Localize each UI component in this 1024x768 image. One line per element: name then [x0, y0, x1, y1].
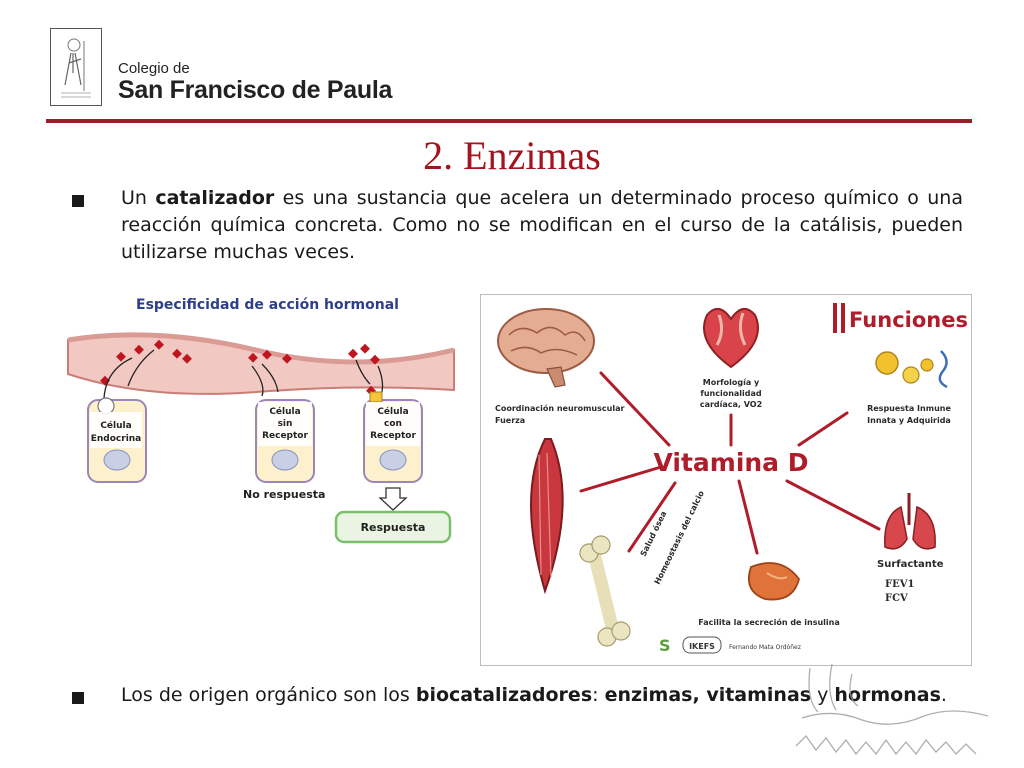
response-label: Respuesta — [361, 521, 426, 534]
vitamin-d-figure: Funciones Coordinación neuromuscular Fue… — [480, 294, 972, 666]
school-logo — [50, 28, 102, 106]
cell-1-line2: Endocrina — [91, 434, 142, 444]
brain-icon — [497, 308, 595, 388]
hormone-specificity-figure: Especificidad de acción hormonal — [66, 288, 458, 550]
cell-2-line1: Célula — [269, 406, 300, 417]
cell-1-line1: Célula — [100, 420, 131, 431]
brain-label-2: Fuerza — [495, 416, 525, 425]
bullet-2-text: Los de origen orgánico son los biocatali… — [121, 684, 947, 706]
muscle-icon — [530, 438, 564, 595]
heart-label-2: funcionalidad — [700, 389, 762, 398]
saint-logo-icon — [61, 38, 91, 98]
heart-label-1: Morfología y — [703, 378, 760, 387]
lung-label: Surfactante — [877, 559, 944, 570]
cell-3-line1: Célula — [377, 406, 408, 417]
bullet-marker — [72, 195, 84, 207]
footer-logo-s: S — [659, 636, 671, 655]
footer-author: Fernando Mata Ordóñez — [729, 644, 801, 651]
pancreas-icon — [747, 562, 800, 601]
school-name: Colegio de San Francisco de Paula — [118, 60, 392, 105]
bone-icon — [579, 535, 631, 647]
cell-2-line3: Receptor — [262, 431, 308, 441]
cell-3-line3: Receptor — [370, 431, 416, 441]
immune-label-2: Innata y Adquirida — [867, 416, 951, 425]
school-line1: Colegio de — [118, 60, 190, 77]
brain-label-1: Coordinación neuromuscular — [495, 403, 624, 413]
fev-label: FEV1 — [885, 579, 914, 590]
immune-label-1: Respuesta Inmune — [867, 404, 951, 413]
cell-3-line2: con — [384, 419, 402, 429]
heart-label-3: cardíaca, VO2 — [700, 400, 762, 409]
signature-scribble — [792, 660, 992, 764]
slide-title: 2. Enzimas — [423, 133, 601, 178]
no-response-label: No respuesta — [243, 488, 325, 501]
bullet-marker — [72, 692, 84, 704]
fcv-label: FCV — [885, 593, 908, 604]
lungs-icon — [884, 493, 936, 550]
heart-icon — [703, 308, 759, 369]
footer-logo-ikefs: IKEFS — [689, 642, 715, 651]
bullet-1-text: Un catalizador es una sustancia que acel… — [121, 187, 963, 263]
pancreas-label: Facilita la secreción de insulina — [698, 617, 839, 627]
funciones-heading: Funciones — [849, 308, 968, 332]
school-line2: San Francisco de Paula — [118, 76, 393, 104]
cell-2-line2: sin — [278, 419, 293, 429]
hormone-figure-title: Especificidad de acción hormonal — [136, 297, 399, 313]
vitamin-d-center: Vitamina D — [653, 448, 808, 477]
header-divider — [46, 119, 972, 123]
immune-cells-icon — [875, 350, 948, 389]
